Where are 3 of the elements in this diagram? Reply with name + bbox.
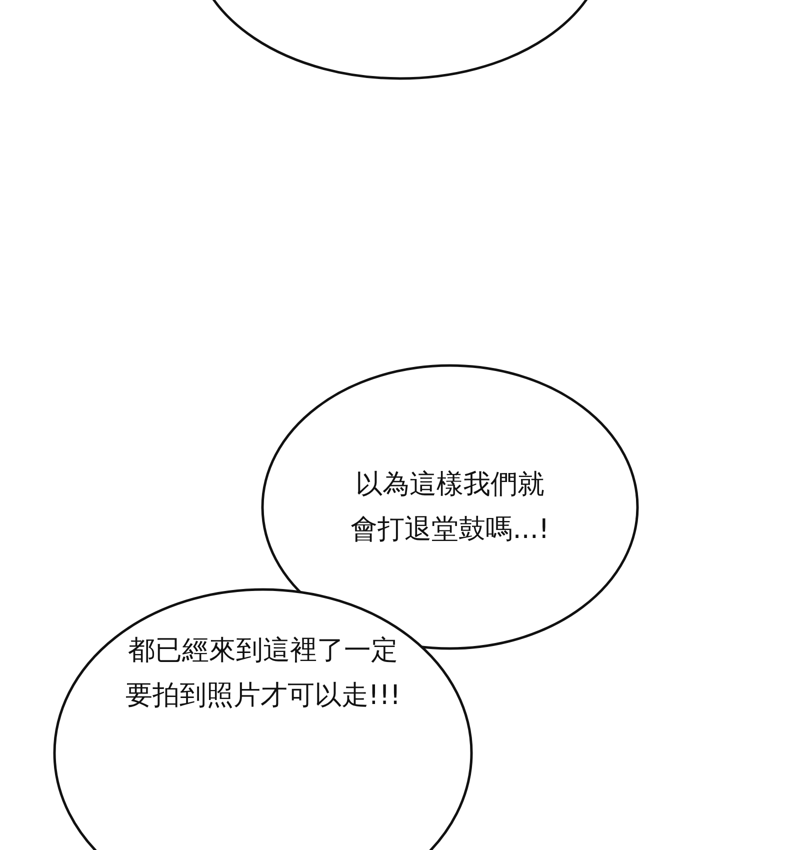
speech-text: 以為這樣我們就會打退堂鼓嗎...! [350,468,550,547]
speech-bubble [53,588,473,850]
speech-text: 都已經來到這裡了一定要拍到照片才可以走!!! [124,634,402,713]
